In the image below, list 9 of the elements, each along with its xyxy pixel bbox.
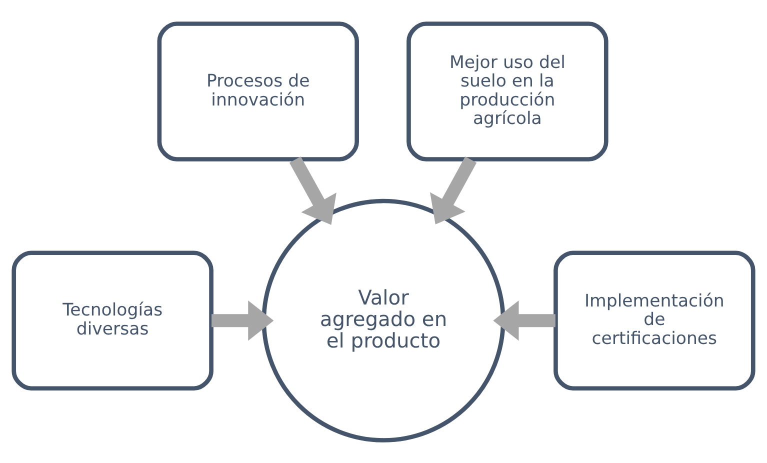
arrow <box>289 156 336 224</box>
node-box: Implementación de certificaciones <box>554 250 756 390</box>
node-box: Mejor uso del suelo en la producción agrícola <box>406 21 608 161</box>
arrow <box>430 156 477 224</box>
arrow <box>493 300 556 340</box>
arrow <box>212 300 274 340</box>
node-box: Procesos de innovación <box>157 21 359 161</box>
node-circle: Valor agregado en el producto <box>262 198 506 442</box>
node-box: Tecnologías diversas <box>12 250 214 390</box>
